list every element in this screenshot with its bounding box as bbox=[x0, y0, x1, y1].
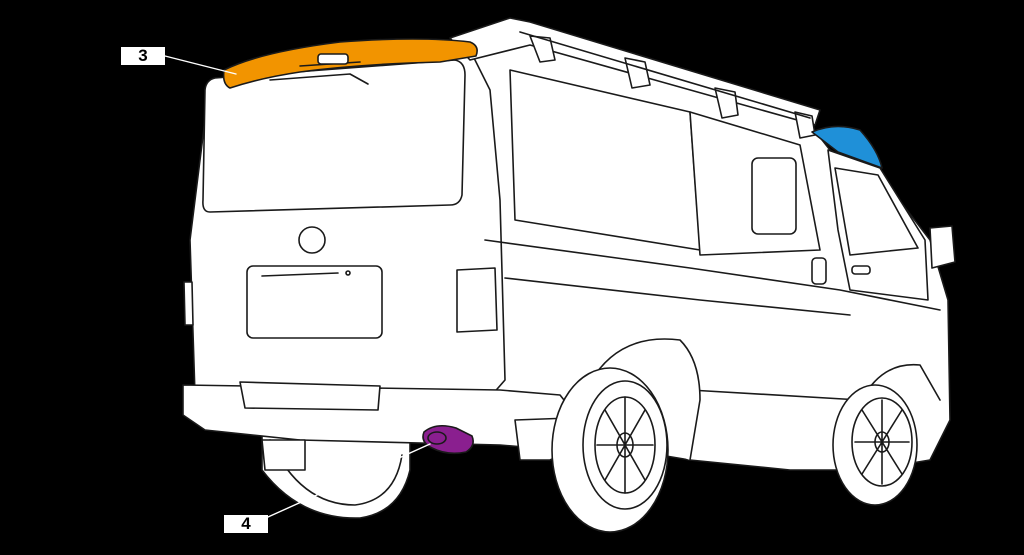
roof-rack bbox=[449, 17, 821, 139]
rear-spoiler-highlight bbox=[222, 38, 478, 89]
front-visor-highlight bbox=[811, 125, 883, 169]
rear-right-wheel bbox=[551, 367, 669, 533]
leader-line-3 bbox=[164, 55, 237, 75]
callout-label-3: 3 bbox=[121, 47, 165, 65]
front-wheel bbox=[832, 384, 918, 506]
spoiler-details bbox=[269, 53, 369, 85]
leader-line-4 bbox=[267, 443, 431, 518]
callout-label-4: 4 bbox=[224, 515, 268, 533]
